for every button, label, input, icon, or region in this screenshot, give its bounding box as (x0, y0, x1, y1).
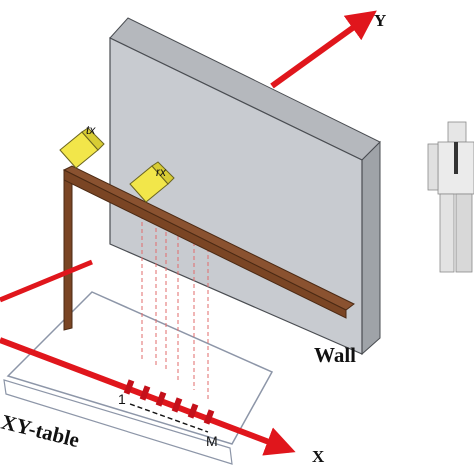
measurement-positions (123, 379, 215, 425)
wall-side-face (361, 140, 381, 356)
xy-table-label: XY-table (0, 410, 82, 453)
left-axis-arrow (0, 259, 93, 303)
projection-lines (141, 208, 209, 402)
antenna-rx-icon (129, 161, 175, 203)
wall-label: Wall (314, 343, 356, 367)
start-position-label: 1 (118, 391, 126, 407)
tx-label: tx (86, 123, 96, 137)
rx-label: rx (156, 165, 167, 179)
xy-table (3, 291, 274, 465)
position-range-line (129, 403, 209, 433)
wall (109, 17, 381, 356)
antenna-tx-icon (59, 127, 105, 169)
y-axis-arrow (270, 10, 377, 89)
person-figure-icon (427, 121, 474, 273)
y-axis-label: Y (374, 11, 386, 30)
x-axis-label: X (312, 447, 325, 466)
horizontal-rail (62, 165, 355, 319)
end-position-label: M (206, 433, 218, 449)
wall-front-face (109, 37, 363, 355)
support-post (63, 171, 73, 331)
